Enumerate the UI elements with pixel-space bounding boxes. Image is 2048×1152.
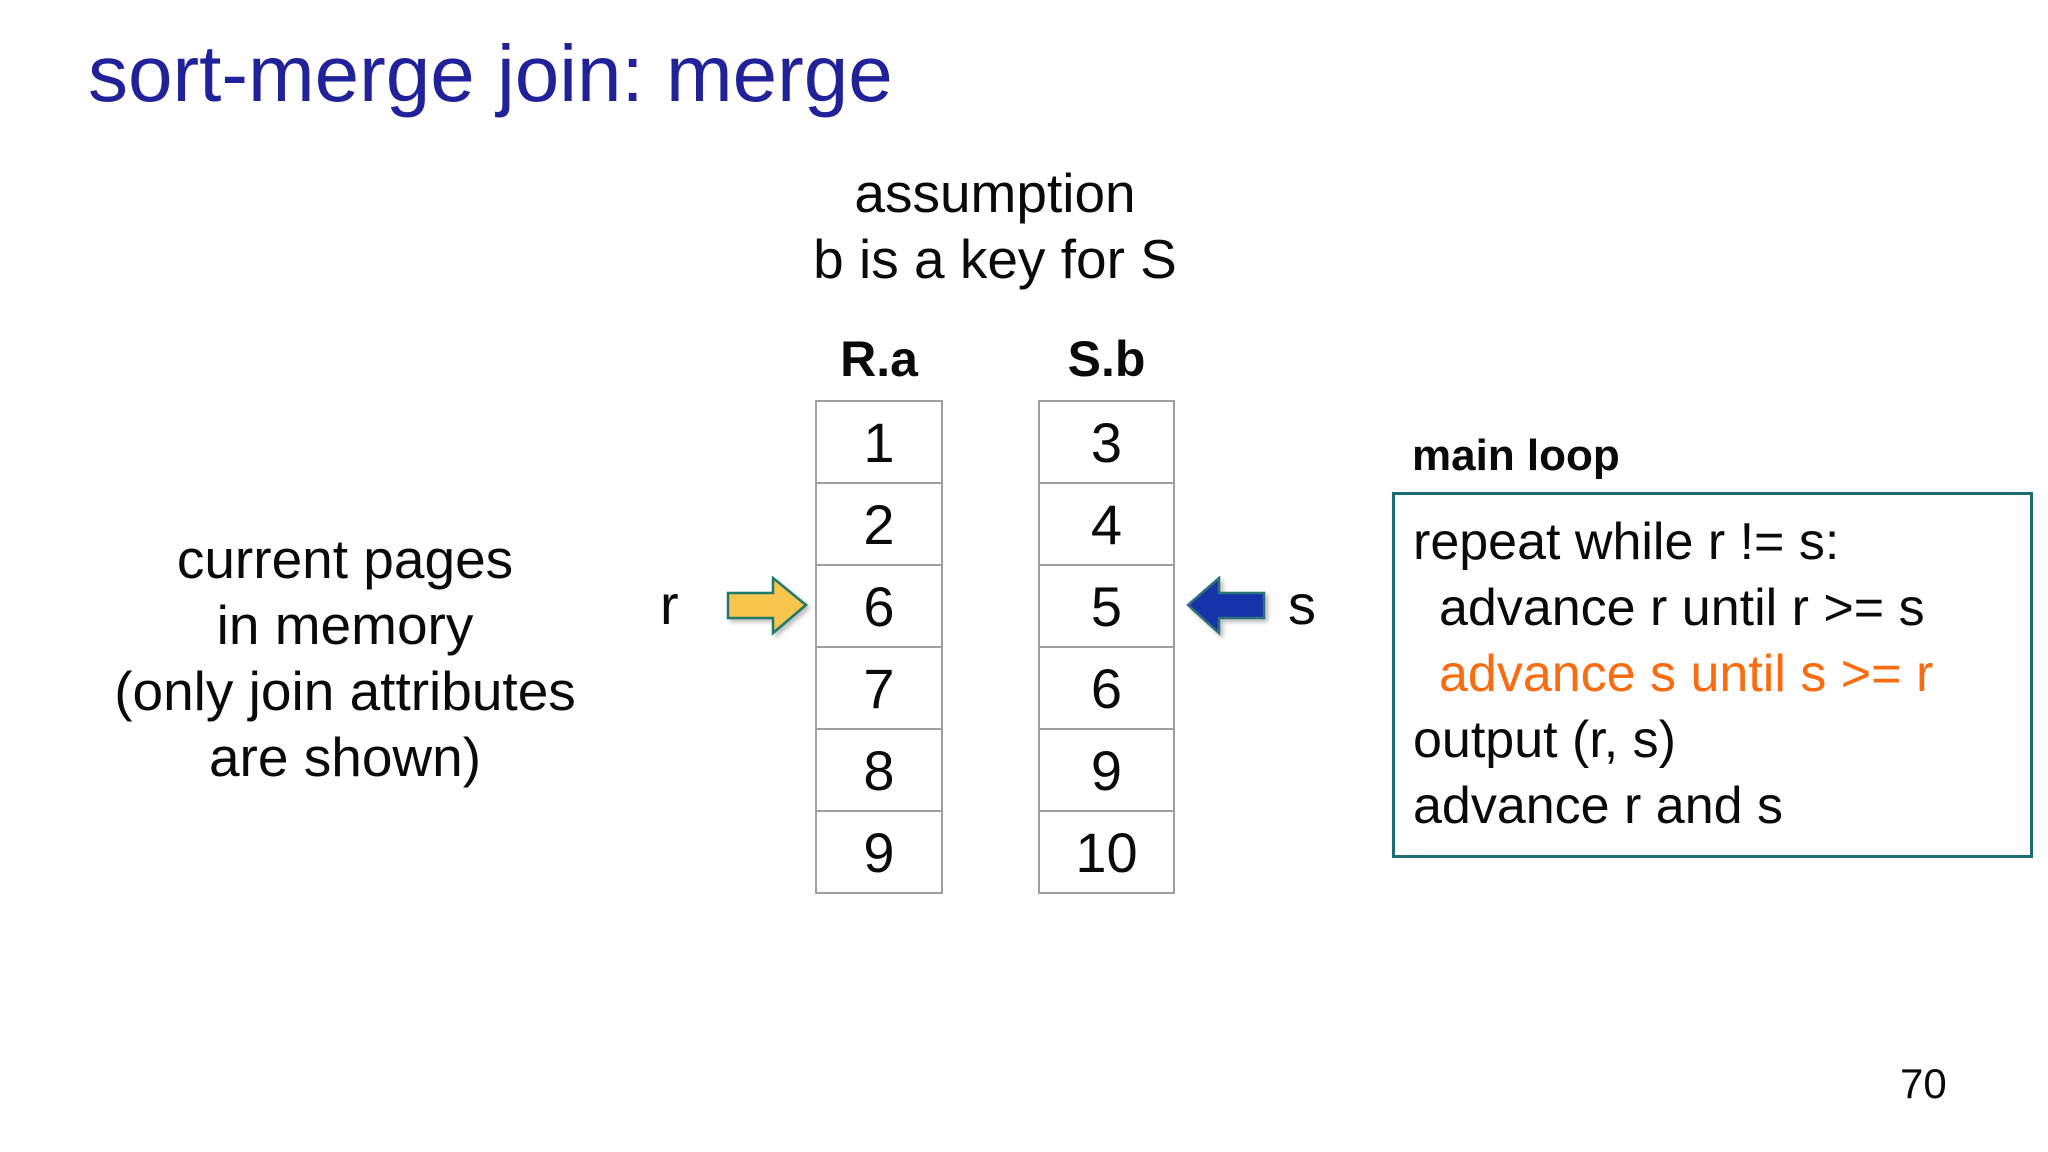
- table-ra-cell: 7: [817, 646, 941, 728]
- pointer-r-label: r: [660, 573, 679, 636]
- main-loop-box: repeat while r != s: advance r until r >=…: [1392, 492, 2033, 858]
- assumption-line: b is a key for S: [813, 228, 1177, 290]
- code-line: advance r and s: [1413, 777, 1784, 835]
- table-sb-cell: 10: [1040, 810, 1173, 892]
- code-line: repeat while r != s:: [1413, 513, 1840, 571]
- slide-title: sort-merge join: merge: [88, 29, 893, 118]
- right-block-arrow-icon: [726, 576, 808, 636]
- main-loop-heading: main loop: [1412, 431, 1620, 480]
- main-loop-code: repeat while r != s: advance r until r >=…: [1395, 495, 2030, 839]
- table-ra-cell: 2: [817, 482, 941, 564]
- table-sb-cell: 6: [1040, 646, 1173, 728]
- memory-note-line: are shown): [208, 726, 482, 788]
- table-sb-cell: 4: [1040, 482, 1173, 564]
- memory-note-line: (only join attributes: [114, 660, 576, 722]
- code-line: output (r, s): [1413, 711, 1676, 769]
- table-sb-cell: 3: [1090, 410, 1123, 474]
- column-header-sb: S.b: [1067, 331, 1146, 387]
- code-line: advance r until r >= s: [1439, 579, 1925, 637]
- column-header-ra: R.a: [840, 331, 918, 387]
- memory-note-line: in memory: [216, 594, 474, 656]
- page-number: 70: [1900, 1060, 1947, 1107]
- code-line: advance s until s >= r: [1439, 645, 1934, 703]
- table-ra-cell: 8: [817, 728, 941, 810]
- table-sb-cell: 5: [1040, 564, 1173, 646]
- table-ra-cell: 9: [817, 810, 941, 892]
- pointer-s-label: s: [1288, 573, 1316, 636]
- table-ra-cell: 6: [817, 564, 941, 646]
- memory-note-line: current pages: [176, 528, 514, 590]
- left-block-arrow-icon: [1186, 576, 1266, 636]
- table-sb-cell: 9: [1040, 728, 1173, 810]
- table-ra-cell: 1: [863, 410, 895, 474]
- assumption-line: assumption: [854, 162, 1136, 224]
